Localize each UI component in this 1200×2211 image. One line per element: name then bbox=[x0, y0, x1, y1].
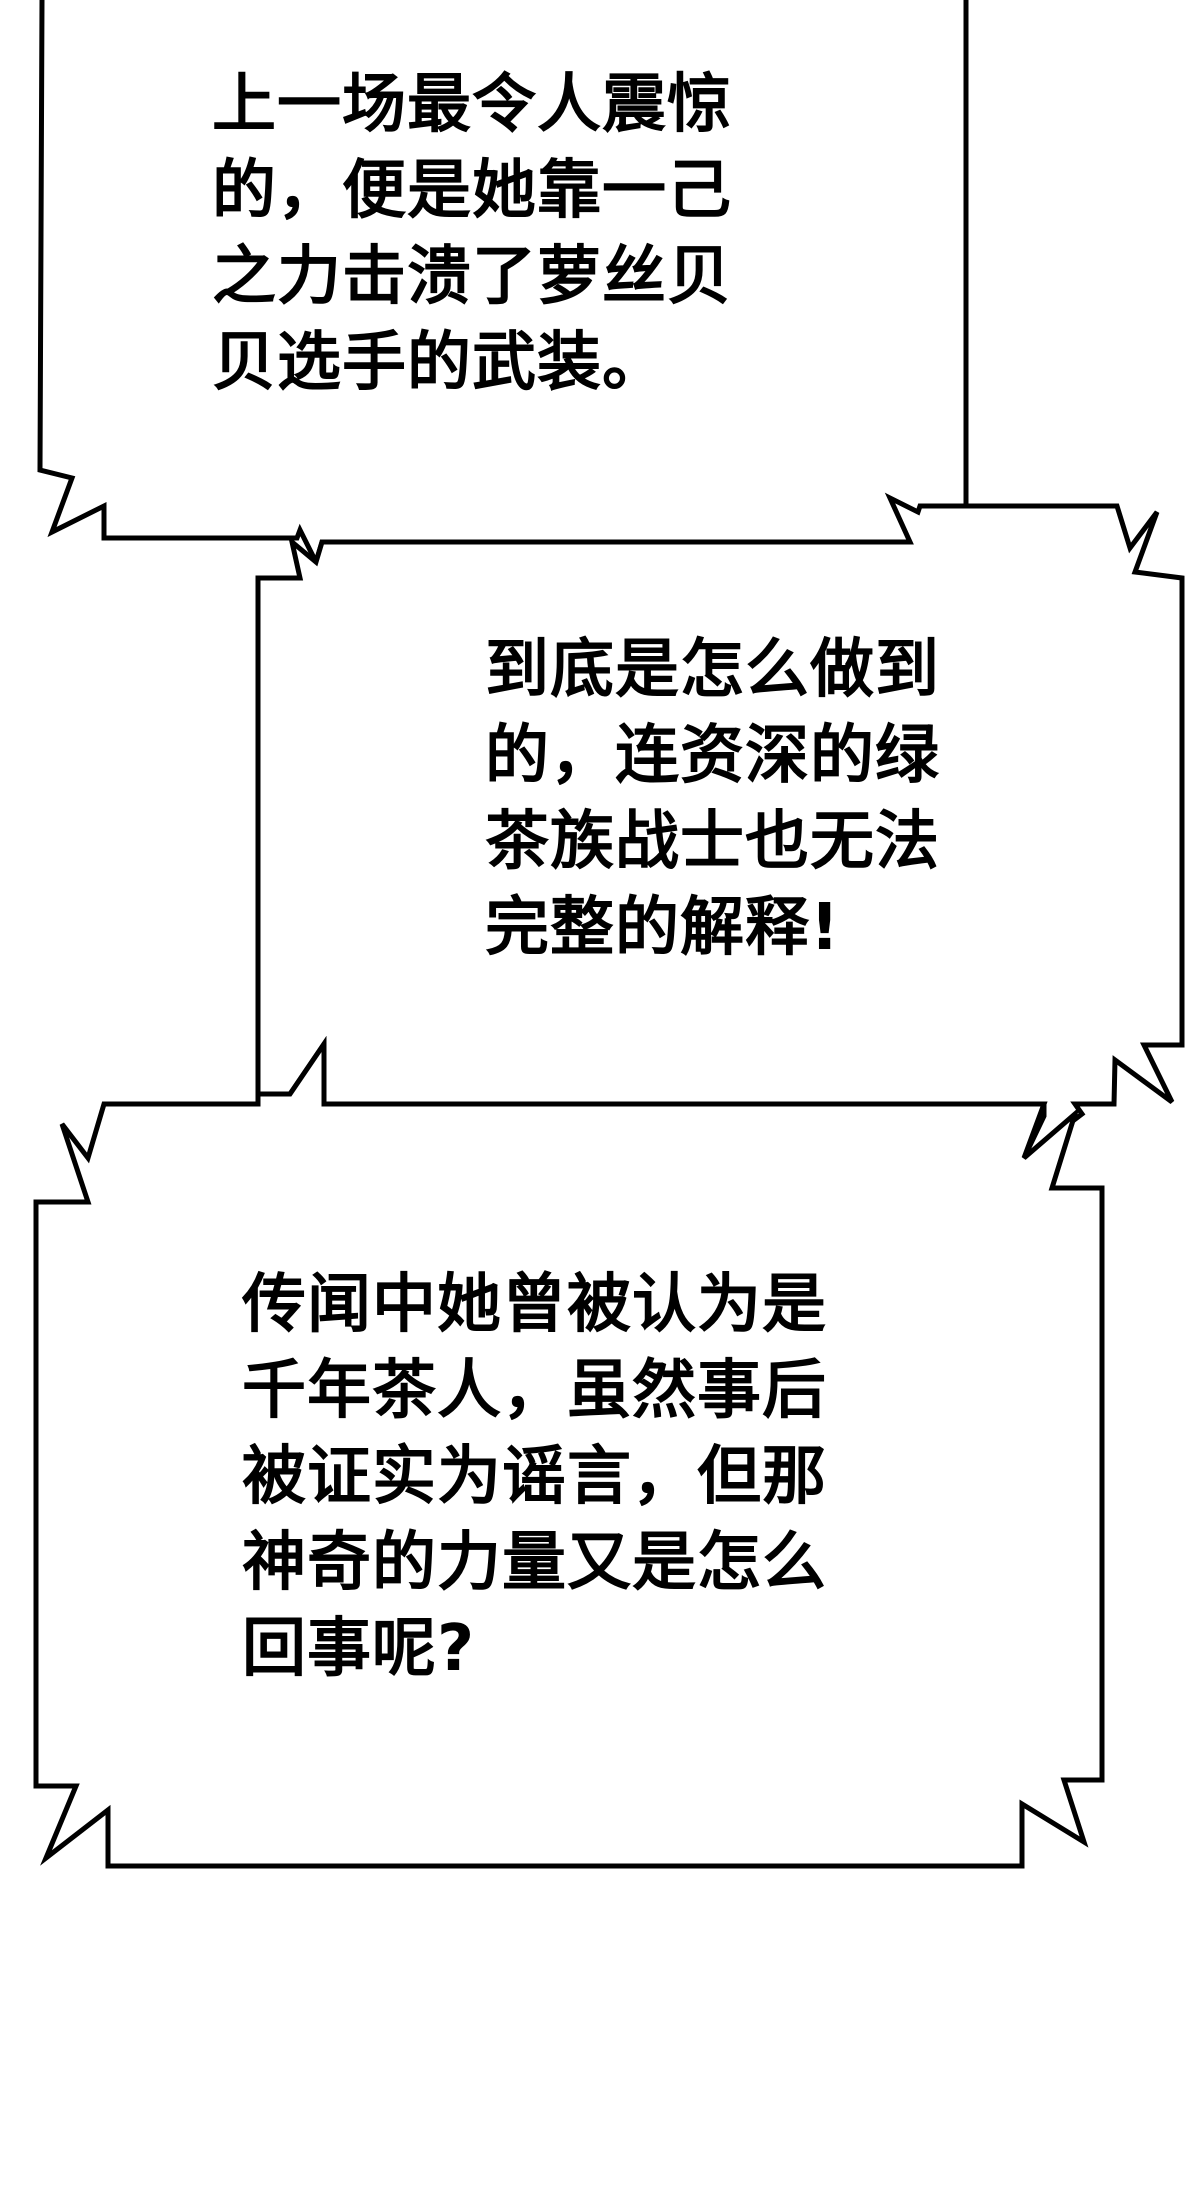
speech-bubble-3-line: 回事呢? bbox=[242, 1612, 476, 1686]
speech-bubble-3-outline bbox=[33, 1035, 1105, 1869]
speech-bubble-1-line: 之力击溃了萝丝贝 bbox=[212, 240, 732, 314]
speech-bubble-3-text: 传闻中她曾被认为是 千年茶人，虽然事后 被证实为谣言，但那 神奇的力量又是怎么 … bbox=[242, 1262, 827, 1692]
speech-bubble-2-line: 到底是怎么做到 bbox=[485, 633, 940, 707]
speech-bubble-1-line: 上一场最令人震惊 bbox=[212, 68, 732, 142]
speech-bubble-2-line: 茶族战士也无法 bbox=[485, 805, 940, 879]
speech-bubble-3-line: 被证实为谣言，但那 bbox=[242, 1440, 827, 1514]
speech-bubble-3-line: 神奇的力量又是怎么 bbox=[242, 1526, 827, 1600]
speech-bubble-2-text: 到底是怎么做到 的，连资深的绿 茶族战士也无法 完整的解释! bbox=[485, 627, 940, 971]
speech-bubble-1-line: 的，便是她靠一己 bbox=[212, 154, 732, 228]
speech-bubble-3-line: 千年茶人，虽然事后 bbox=[242, 1354, 827, 1428]
speech-bubble-3-line: 传闻中她曾被认为是 bbox=[242, 1268, 827, 1342]
speech-bubble-1-text: 上一场最令人震惊 的，便是她靠一己 之力击溃了萝丝贝 贝选手的武装。 bbox=[212, 62, 732, 406]
speech-bubble-2-line: 完整的解释! bbox=[485, 891, 841, 965]
speech-bubble-1-line: 贝选手的武装。 bbox=[212, 326, 667, 400]
speech-bubble-2-line: 的，连资深的绿 bbox=[485, 719, 940, 793]
